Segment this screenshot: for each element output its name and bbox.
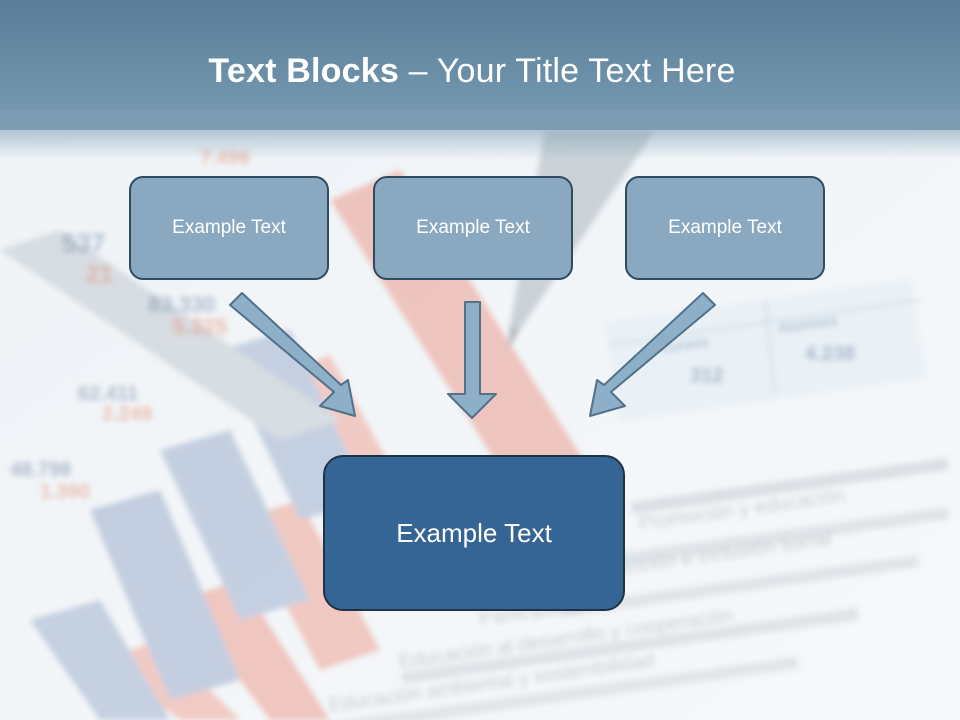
bg-number: 62.411 (78, 383, 138, 405)
arrow-down-icon (447, 301, 497, 419)
bg-number: 5.325 (172, 314, 227, 339)
bg-number: 2.249 (102, 403, 152, 425)
top-box-center-label: Example Text (416, 217, 530, 238)
bottom-box-label: Example Text (396, 517, 552, 548)
bottom-box[interactable]: Example Text (323, 455, 625, 611)
arrow-left-icon (229, 292, 356, 417)
arrow-right-icon (589, 292, 716, 417)
bg-number: 83.330 (148, 292, 215, 317)
top-box-center[interactable]: Example Text (373, 176, 573, 280)
title-band (0, 0, 960, 130)
title-fade (0, 110, 960, 160)
top-box-right[interactable]: Example Text (625, 176, 825, 280)
bg-number: 21 (86, 261, 113, 288)
bg-number: 537 (62, 228, 105, 258)
bg-number: 312 (690, 365, 723, 387)
top-box-left-label: Example Text (172, 217, 286, 238)
slide-title-rest: – Your Title Text Here (398, 52, 736, 90)
top-box-right-label: Example Text (668, 217, 782, 238)
bg-number: 4.238 (805, 343, 855, 365)
bg-number: 1.390 (40, 481, 90, 503)
slide-title: Text Blocks – Your Title Text Here (0, 52, 944, 91)
slide-title-bold: Text Blocks (208, 52, 399, 90)
bg-number: 48.798 (10, 459, 71, 481)
top-box-left[interactable]: Example Text (129, 176, 329, 280)
